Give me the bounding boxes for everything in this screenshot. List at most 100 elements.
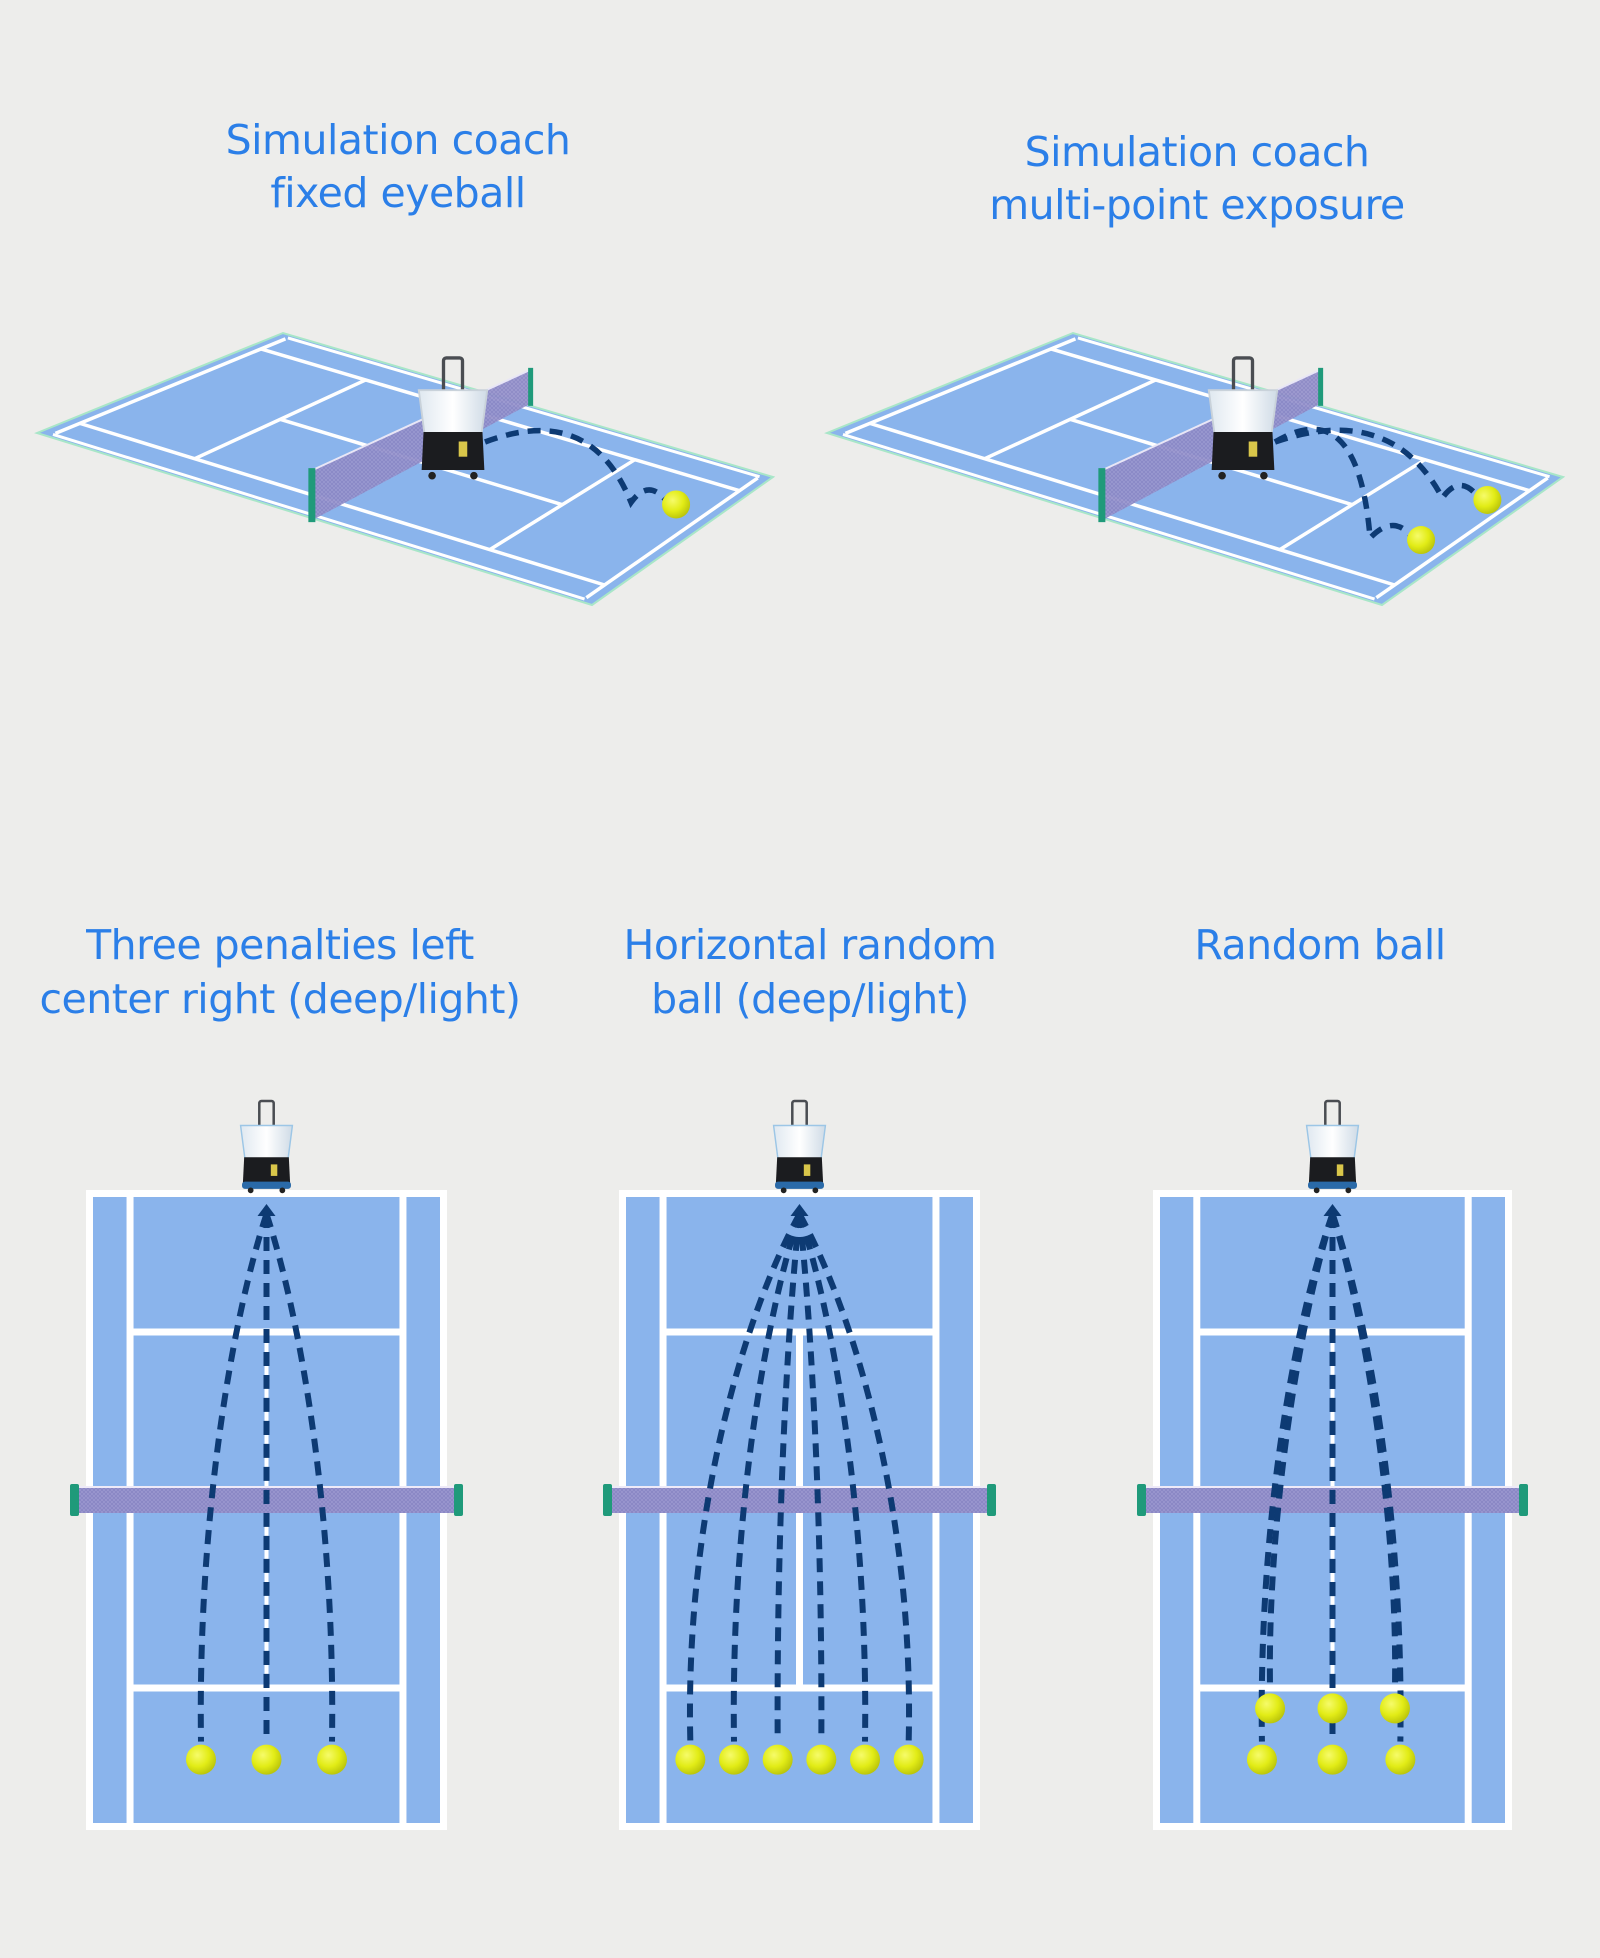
tennis-ball — [806, 1744, 837, 1775]
ball-trajectory — [197, 1213, 270, 1742]
backcourt — [666, 1691, 933, 1823]
ball-trajectory — [774, 1213, 803, 1742]
ball-trajectory — [796, 1212, 913, 1742]
panel-title-multi-point: Simulation coach multi-point exposure — [947, 126, 1447, 232]
perspective-courts — [34, 331, 1566, 607]
tennis-ball — [762, 1744, 793, 1775]
tennis-ball — [849, 1744, 880, 1775]
top-down-courts — [70, 1099, 1528, 1830]
net-post — [308, 468, 316, 523]
tennis-net — [605, 1487, 994, 1513]
title-line: Simulation coach — [225, 116, 571, 164]
machine-base — [775, 1157, 824, 1186]
machine-wheel — [279, 1187, 286, 1194]
ball-machine-icon — [1207, 356, 1279, 480]
machine-wheel — [812, 1187, 819, 1194]
machine-wheel — [1313, 1187, 1320, 1194]
net-tape — [1101, 368, 1321, 472]
ball-trajectory — [1329, 1213, 1404, 1742]
machine-base — [242, 1157, 291, 1186]
ball-trajectory — [263, 1213, 336, 1742]
tennis-ball — [1246, 1744, 1277, 1775]
title-line: Horizontal random — [623, 921, 997, 969]
ball-trajectory — [686, 1212, 803, 1742]
baseline-far — [585, 476, 759, 600]
panel-title-random-ball: Random ball — [1070, 918, 1570, 972]
ball-machine-icon — [239, 1099, 294, 1194]
court-perspective-multi — [824, 331, 1566, 607]
machine-wheel — [470, 471, 478, 480]
machine-hopper — [1305, 1124, 1360, 1160]
machine-wheel — [1345, 1187, 1352, 1194]
title-line: Three penalties left — [86, 921, 474, 969]
ball-trajectory — [796, 1213, 869, 1742]
tennis-ball — [1473, 485, 1502, 514]
machine-base — [1308, 1157, 1357, 1186]
singles-line — [260, 347, 740, 493]
tennis-ball — [719, 1744, 750, 1775]
title-line: center right (deep/light) — [39, 975, 521, 1023]
title-line: multi-point exposure — [989, 181, 1405, 229]
machine-panel — [458, 441, 468, 457]
title-line: Random ball — [1194, 921, 1446, 969]
machine-base — [1211, 432, 1275, 470]
ball-trajectory — [1273, 426, 1414, 545]
ball-machine-icon — [417, 356, 489, 480]
ball-trajectory — [484, 427, 669, 509]
tennis-ball — [1317, 1693, 1348, 1724]
net-post — [1098, 468, 1106, 523]
ball-trajectory — [796, 1213, 825, 1742]
trajectory-origin-arrow — [1323, 1204, 1342, 1216]
net-post — [603, 1484, 612, 1516]
court-top-three — [70, 1099, 463, 1830]
court-perspective-fixed — [34, 331, 776, 607]
net-post — [1519, 1484, 1528, 1516]
tennis-ball — [675, 1744, 706, 1775]
trajectory-origin-arrow — [257, 1204, 276, 1216]
tennis-ball — [1379, 1693, 1410, 1724]
machine-hopper — [772, 1124, 827, 1160]
machine-panel — [803, 1164, 811, 1176]
machine-wheel — [247, 1187, 254, 1194]
net-post — [1318, 367, 1324, 406]
ball-machine-icon — [772, 1099, 827, 1194]
machine-panel — [1248, 441, 1258, 457]
court-top-horiz — [603, 1099, 996, 1830]
tennis-ball — [1255, 1693, 1286, 1724]
machine-wheel — [780, 1187, 787, 1194]
tennis-ball — [251, 1744, 282, 1775]
baseline-far — [1375, 476, 1549, 600]
machine-wheel — [428, 471, 436, 480]
machine-hopper — [239, 1124, 294, 1160]
ball-trajectory — [1258, 1213, 1336, 1742]
machine-bumper — [1308, 1181, 1357, 1189]
machine-bumper — [775, 1181, 824, 1189]
baseline-near — [844, 337, 1077, 436]
tennis-ball — [662, 490, 691, 519]
panel-title-horizontal-random: Horizontal random ball (deep/light) — [560, 918, 1060, 1026]
net-tape — [311, 368, 531, 472]
machine-panel — [1336, 1164, 1344, 1176]
title-line: ball (deep/light) — [651, 975, 969, 1023]
net-post — [454, 1484, 463, 1516]
title-line: Simulation coach — [1024, 128, 1370, 176]
machine-panel — [270, 1164, 278, 1176]
tennis-ball — [186, 1744, 217, 1775]
ball-machine-icon — [1305, 1099, 1360, 1194]
tennis-ball — [316, 1744, 347, 1775]
machine-bumper — [242, 1181, 291, 1189]
tennis-ball — [1385, 1744, 1416, 1775]
baseline-near — [54, 337, 287, 436]
net-post — [987, 1484, 996, 1516]
machine-hopper — [1207, 389, 1279, 435]
ball-trajectory — [730, 1213, 803, 1742]
tennis-ball — [893, 1744, 924, 1775]
net-post — [1137, 1484, 1146, 1516]
net-post — [70, 1484, 79, 1516]
panel-title-fixed-eyeball: Simulation coach fixed eyeball — [198, 114, 598, 220]
tennis-ball — [1407, 526, 1436, 555]
court-top-random — [1137, 1099, 1528, 1830]
title-line: fixed eyeball — [270, 169, 526, 217]
trajectory-origin-arrow — [790, 1204, 809, 1216]
singles-line — [1050, 347, 1530, 493]
